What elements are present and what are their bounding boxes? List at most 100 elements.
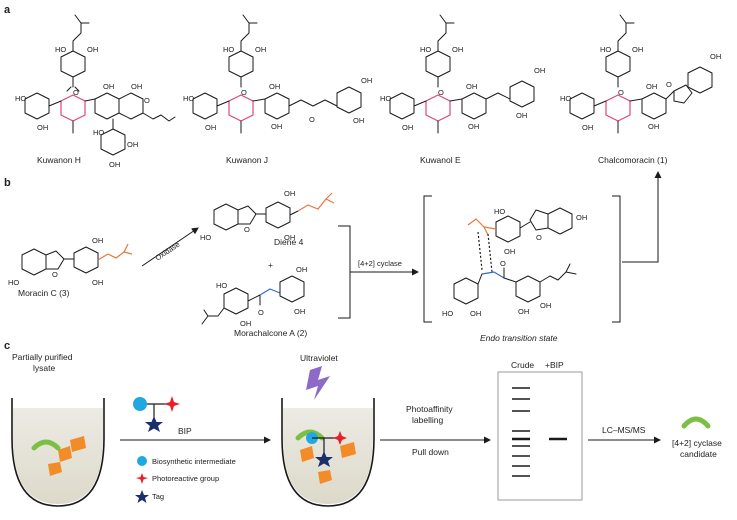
svg-text:OH: OH <box>632 45 643 54</box>
svg-text:HO: HO <box>494 207 505 216</box>
svg-text:O: O <box>618 88 624 97</box>
ultraviolet-label: Ultraviolet <box>300 353 338 363</box>
svg-text:HO: HO <box>55 45 66 54</box>
legend: Biosynthetic intermediate Photoreactive … <box>135 456 236 503</box>
compound-name-kuwanon-h: Kuwanon H <box>37 155 81 165</box>
svg-text:OH: OH <box>127 140 138 149</box>
legend-intermediate-icon <box>137 456 147 466</box>
svg-text:OH: OH <box>294 307 305 316</box>
svg-text:OH: OH <box>92 278 103 287</box>
svg-text:HO: HO <box>223 45 234 54</box>
svg-text:OH: OH <box>296 265 307 274</box>
svg-text:OH: OH <box>518 307 529 316</box>
svg-text:OH: OH <box>540 301 551 310</box>
protein-orange-3 <box>48 462 62 476</box>
svg-text:OH: OH <box>92 236 103 245</box>
kuwanon-h-structure: HO OH O HO OH OH OH O HO OH OH <box>15 14 176 169</box>
svg-text:O: O <box>258 308 264 317</box>
svg-text:HO: HO <box>183 94 194 103</box>
svg-text:OH: OH <box>269 82 280 91</box>
svg-text:OH: OH <box>284 189 295 198</box>
legend-tag-icon <box>135 490 149 503</box>
cyclase-protein-green <box>31 439 61 451</box>
svg-text:O: O <box>244 225 250 234</box>
chalcomoracin-structure: HO OH O HO OH OH OH O OH <box>560 14 721 134</box>
svg-text:HO: HO <box>8 278 19 287</box>
gel-lane-crude: Crude <box>511 360 534 370</box>
legend-intermediate-label: Biosynthetic intermediate <box>152 457 236 466</box>
svg-text:O: O <box>438 88 444 97</box>
svg-text:HO: HO <box>93 128 104 137</box>
endo-ts-structure: O OH HO OH HO OH O OH OH <box>442 207 587 318</box>
svg-text:HO: HO <box>600 45 611 54</box>
reactant-bracket <box>338 225 351 319</box>
gel-lane-bip: +BIP <box>545 360 564 370</box>
svg-text:OH: OH <box>37 123 48 132</box>
gel <box>497 371 583 501</box>
svg-text:HO: HO <box>560 94 571 103</box>
svg-text:OH: OH <box>582 123 593 132</box>
moracin-c-label: Moracin C (3) <box>18 288 70 298</box>
svg-text:OH: OH <box>109 160 120 169</box>
svg-text:OH: OH <box>103 82 114 91</box>
uv-lightning-icon <box>306 366 330 400</box>
kuwanon-j-structure: HO OH O HO OH OH OH O OH OH <box>183 14 372 134</box>
diene-4-structure: O HO OH OH <box>200 189 335 242</box>
svg-text:OH: OH <box>402 123 413 132</box>
legend-tag-label: Tag <box>152 492 164 501</box>
legend-photoreactive-label: Photoreactive group <box>152 474 219 483</box>
candidate-label-line2: candidate <box>680 449 717 459</box>
cyclase-label: [4+2] cyclase <box>358 259 402 268</box>
photoaffinity-label-line2: labelling <box>412 415 443 425</box>
svg-text:OH: OH <box>353 116 364 125</box>
svg-text:HO: HO <box>15 94 26 103</box>
panel-c-label: c <box>4 340 10 352</box>
compound-name-kuwanon-j: Kuwanon J <box>226 155 268 165</box>
svg-text:O: O <box>52 270 58 279</box>
svg-text:OH: OH <box>255 45 266 54</box>
compound-name-chalcomoracin: Chalcomoracin (1) <box>598 155 668 165</box>
gel-bands <box>512 387 567 477</box>
svg-text:HO: HO <box>420 45 431 54</box>
svg-text:OH: OH <box>468 122 479 131</box>
lysate-label-line1: Partially purified <box>12 352 73 362</box>
protein-orange-2 <box>70 436 86 452</box>
svg-text:OH: OH <box>271 122 282 131</box>
moracin-c-structure: O HO OH OH <box>8 236 133 287</box>
svg-text:OH: OH <box>576 213 587 222</box>
svg-text:OH: OH <box>205 123 216 132</box>
diene-4-label: Diene 4 <box>274 237 304 247</box>
svg-text:HO: HO <box>380 94 391 103</box>
svg-text:OH: OH <box>284 233 295 242</box>
svg-text:OH: OH <box>361 76 372 85</box>
svg-text:O: O <box>666 80 672 89</box>
svg-text:OH: OH <box>131 82 142 91</box>
pull-down-label: Pull down <box>412 447 449 457</box>
lysate-label-line2: lysate <box>33 363 55 373</box>
svg-text:OH: OH <box>466 82 477 91</box>
bip-probe-icon <box>133 396 180 432</box>
morachalcone-a-label: Morachalcone A (2) <box>234 328 307 338</box>
legend-photoreactive-icon <box>136 473 148 484</box>
plus-sign: + <box>268 260 273 270</box>
candidate-label-line1: [4+2] cyclase <box>672 438 722 448</box>
svg-text:OH: OH <box>240 319 251 328</box>
svg-text:HO: HO <box>200 233 211 242</box>
uv-tube <box>281 398 375 507</box>
svg-text:O: O <box>144 96 150 105</box>
compound-name-kuwanol-e: Kuwanol E <box>420 155 461 165</box>
svg-text:HO: HO <box>216 281 227 290</box>
morachalcone-a-structure: HO OH O OH OH <box>201 265 307 328</box>
product-arrow <box>622 171 662 263</box>
oxidase-arrow <box>141 227 199 267</box>
svg-text:O: O <box>241 88 247 97</box>
panel-a-label: a <box>4 4 11 16</box>
svg-text:OH: OH <box>452 45 463 54</box>
panel-b-label: b <box>4 177 11 189</box>
endo-ts-label: Endo transition state <box>480 333 558 343</box>
svg-text:OH: OH <box>648 122 659 131</box>
photoaffinity-label-line1: Photoaffinity <box>406 404 453 414</box>
svg-text:OH: OH <box>646 82 657 91</box>
kuwanol-e-structure: HO OH O HO OH OH OH OH OH <box>380 14 545 134</box>
